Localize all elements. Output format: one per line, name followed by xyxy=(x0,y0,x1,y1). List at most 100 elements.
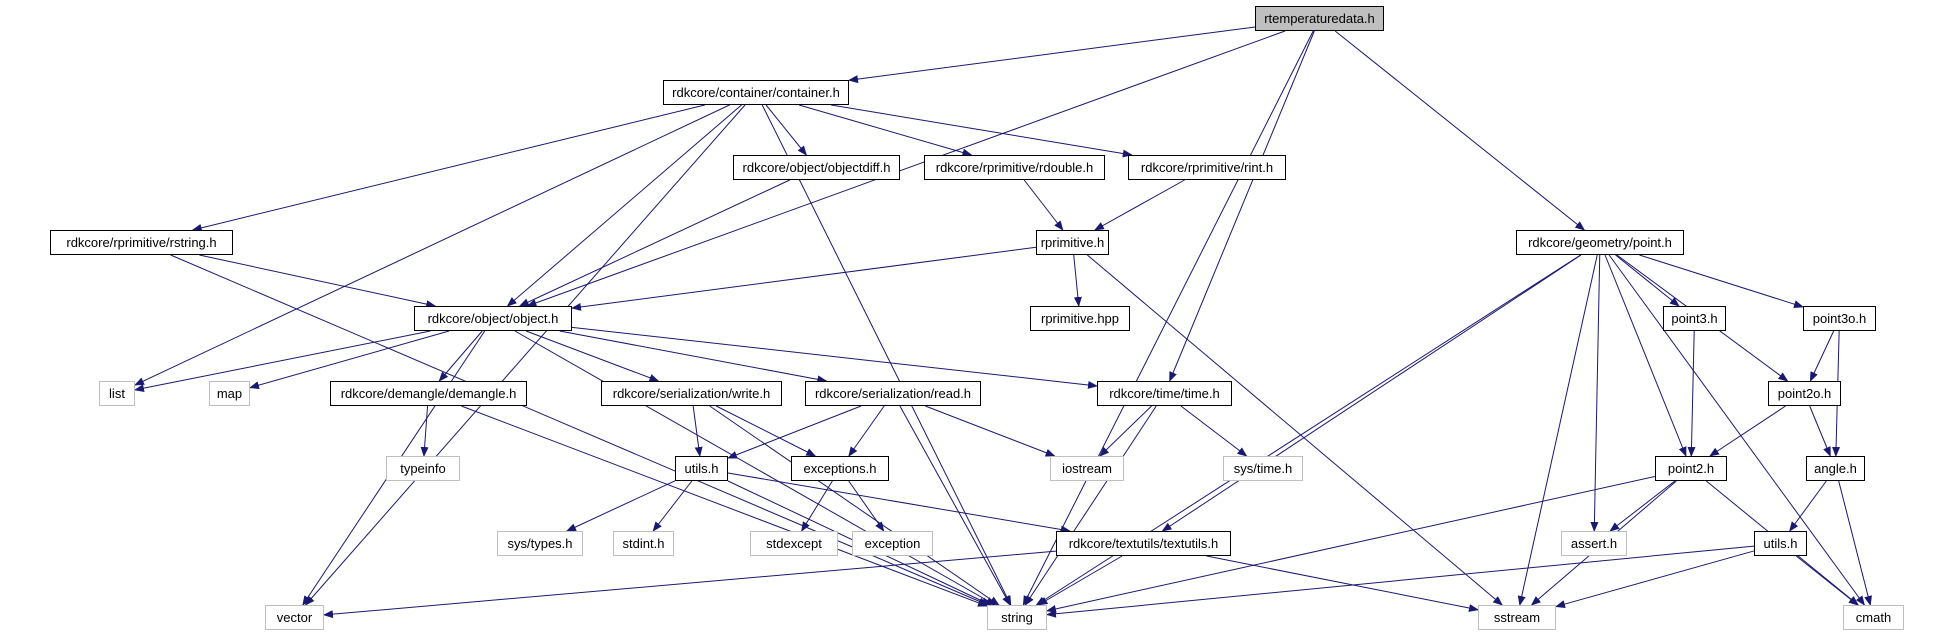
edge-container-to-object xyxy=(506,104,742,307)
node-point2o[interactable]: point2o.h xyxy=(1768,381,1841,406)
edge-utils-to-stdint xyxy=(652,480,693,532)
edge-exceptions-to-stdexcept xyxy=(801,480,833,532)
edge-demangle-to-typeinfo xyxy=(420,405,429,457)
edge-read-to-exceptions xyxy=(848,405,885,457)
edge-container-to-list xyxy=(134,104,730,386)
edge-container-to-string xyxy=(761,104,1012,606)
node-rtemperaturedata[interactable]: rtemperaturedata.h xyxy=(1255,6,1384,31)
edge-rtemperaturedata-to-point xyxy=(1334,30,1586,231)
node-gutils[interactable]: utils.h xyxy=(1754,531,1807,556)
node-container[interactable]: rdkcore/container/container.h xyxy=(663,80,849,105)
edge-objectdiff-to-object xyxy=(518,179,790,307)
edge-object-to-read xyxy=(559,330,828,384)
node-stdint: stdint.h xyxy=(613,531,674,556)
node-point2[interactable]: point2.h xyxy=(1655,456,1727,481)
edge-container-to-objectdiff xyxy=(765,104,808,156)
node-read[interactable]: rdkcore/serialization/read.h xyxy=(805,381,981,406)
edge-rprimitive-to-sstream xyxy=(1086,254,1503,606)
node-sstream: sstream xyxy=(1478,605,1556,630)
edge-object-to-demangle xyxy=(438,330,483,382)
node-rint[interactable]: rdkcore/rprimitive/rint.h xyxy=(1128,155,1286,180)
edge-write-to-string xyxy=(709,405,1000,606)
node-rprimitivehpp[interactable]: rprimitive.hpp xyxy=(1030,306,1130,331)
edge-time-to-iostream xyxy=(1099,405,1152,457)
edge-rtemperaturedata-to-object xyxy=(526,30,1286,307)
node-angle[interactable]: angle.h xyxy=(1806,456,1865,481)
edge-container-to-rdouble xyxy=(798,104,973,157)
edge-point-to-point3 xyxy=(1615,254,1680,307)
node-textutils[interactable]: rdkcore/textutils/textutils.h xyxy=(1056,531,1231,556)
edge-utils-to-systypes xyxy=(566,480,676,532)
edge-point3-to-point2 xyxy=(1687,330,1696,457)
node-point[interactable]: rdkcore/geometry/point.h xyxy=(1516,230,1684,255)
edge-utils-to-textutils xyxy=(727,472,1071,534)
node-string: string xyxy=(987,605,1047,630)
node-time[interactable]: rdkcore/time/time.h xyxy=(1097,381,1232,406)
edge-point-to-sstream xyxy=(1517,254,1598,606)
node-write[interactable]: rdkcore/serialization/write.h xyxy=(601,381,782,406)
node-assert: assert.h xyxy=(1561,531,1627,556)
node-vector: vector xyxy=(265,605,324,630)
edge-point2-to-string xyxy=(1046,475,1656,613)
edge-container-to-rint xyxy=(831,104,1133,158)
node-typeinfo: typeinfo xyxy=(386,456,460,481)
edge-rtemperaturedata-to-container xyxy=(848,26,1256,84)
edge-object-to-map xyxy=(249,330,450,390)
node-demangle[interactable]: rdkcore/demangle/demangle.h xyxy=(330,381,527,406)
edge-point2o-to-point2 xyxy=(1709,405,1786,457)
edge-point-to-cmath xyxy=(1608,254,1865,606)
edge-angle-to-gutils xyxy=(1789,480,1827,532)
edge-read-to-utils xyxy=(727,405,862,459)
edge-textutils-to-string xyxy=(1037,555,1123,606)
node-stdexcept: stdexcept xyxy=(750,531,838,556)
edge-time-to-string xyxy=(1024,405,1157,606)
edge-point2o-to-angle xyxy=(1809,405,1831,457)
edge-textutils-to-vector xyxy=(323,550,1057,619)
node-systime: sys/time.h xyxy=(1223,456,1303,481)
edge-rtemperaturedata-to-time xyxy=(1169,30,1315,382)
node-exceptions[interactable]: exceptions.h xyxy=(791,456,889,481)
edge-point3o-to-point2o xyxy=(1809,330,1835,382)
edge-rtemperaturedata-to-string xyxy=(1022,30,1314,606)
node-rdouble[interactable]: rdkcore/rprimitive/rdouble.h xyxy=(924,155,1105,180)
edge-textutils-to-sstream xyxy=(1206,555,1479,612)
edge-write-to-exceptions xyxy=(716,405,817,457)
edge-gutils-to-sstream xyxy=(1555,550,1755,608)
node-rstring[interactable]: rdkcore/rprimitive/rstring.h xyxy=(50,230,233,255)
edge-read-to-string xyxy=(899,405,1011,606)
edge-rdouble-to-rprimitive xyxy=(1023,179,1064,231)
node-utils[interactable]: utils.h xyxy=(675,456,728,481)
edge-rint-to-rprimitive xyxy=(1094,179,1185,231)
edge-read-to-iostream xyxy=(925,405,1056,457)
edge-gutils-to-string xyxy=(1046,545,1755,618)
node-exception: exception xyxy=(852,531,933,556)
node-object[interactable]: rdkcore/object/object.h xyxy=(414,306,572,331)
edge-object-to-list xyxy=(134,330,431,393)
edge-container-to-vector xyxy=(304,104,746,606)
node-cmath: cmath xyxy=(1843,605,1904,630)
edge-angle-to-cmath xyxy=(1838,480,1872,606)
edge-rstring-to-object xyxy=(199,254,437,309)
edge-point-to-textutils xyxy=(1161,254,1582,532)
node-iostream: iostream xyxy=(1050,456,1124,481)
edge-point-to-point3o xyxy=(1639,254,1804,309)
node-rprimitive[interactable]: rprimitive.h xyxy=(1036,230,1109,255)
node-point3[interactable]: point3.h xyxy=(1663,306,1726,331)
edge-gutils-to-cmath xyxy=(1795,555,1859,606)
edge-object-to-string xyxy=(514,330,996,606)
node-map: map xyxy=(209,381,250,406)
node-objectdiff[interactable]: rdkcore/object/objectdiff.h xyxy=(733,155,900,180)
edge-object-to-write xyxy=(525,330,660,382)
edge-exceptions-to-exception xyxy=(848,480,885,532)
edge-point2-to-assert xyxy=(1609,480,1676,532)
edge-rprimitive-to-rprimitivehpp xyxy=(1073,254,1082,307)
node-point3o[interactable]: point3o.h xyxy=(1803,306,1876,331)
edge-object-to-time xyxy=(571,326,1098,389)
edge-point-to-point2 xyxy=(1604,254,1687,457)
edge-time-to-systime xyxy=(1180,405,1248,457)
edge-demangle-to-string xyxy=(461,405,988,607)
edge-rprimitive-to-object xyxy=(571,246,1037,311)
edge-point-to-assert xyxy=(1590,254,1601,532)
